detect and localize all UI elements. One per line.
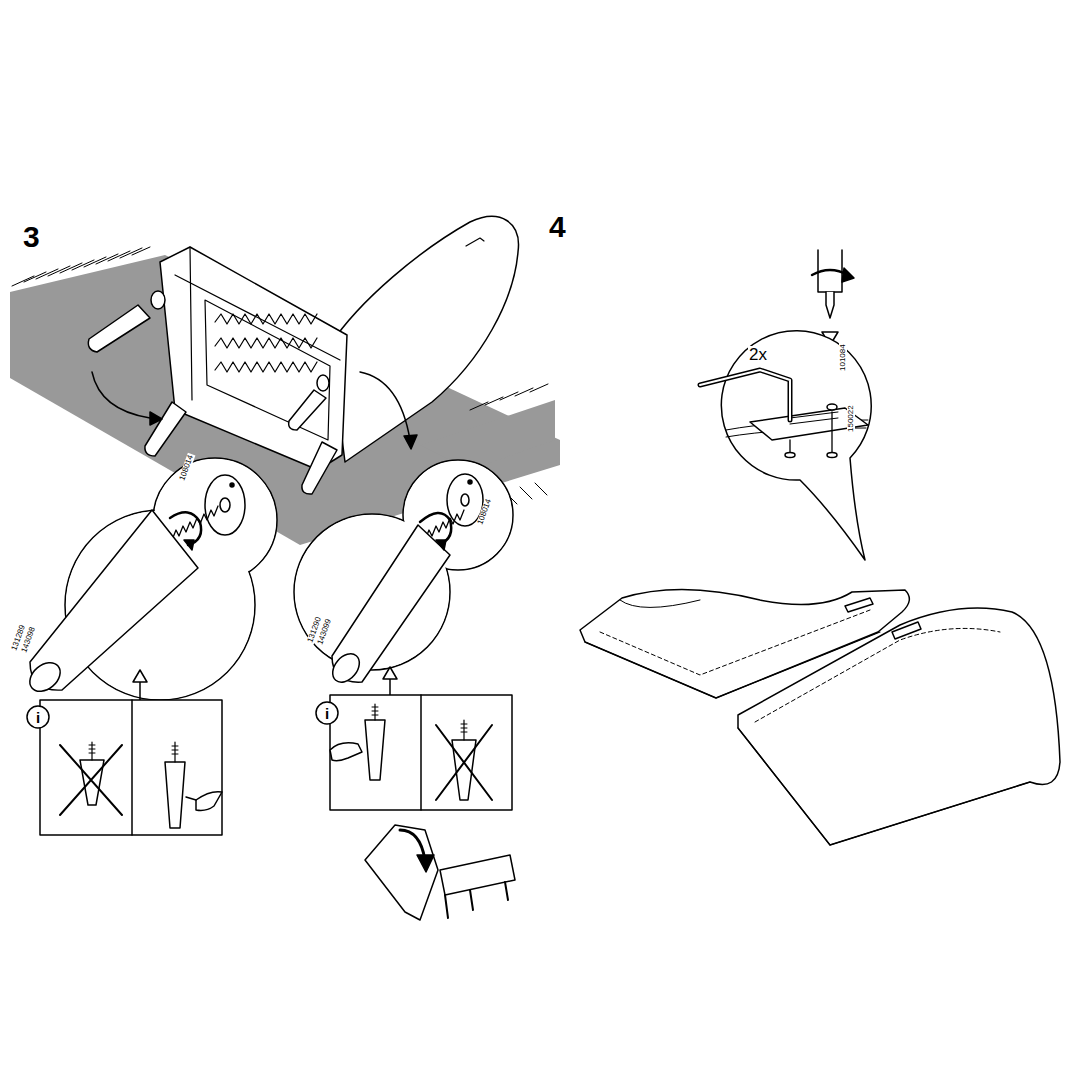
step-number: 3	[22, 222, 41, 252]
quantity-label: 2x	[748, 346, 768, 363]
armchair-upside-down	[88, 217, 518, 495]
screwdriver-detail	[700, 250, 871, 560]
info-box-left	[27, 700, 222, 835]
info-box-right	[316, 695, 512, 810]
info-icon-letter: i	[324, 706, 330, 721]
armrest-parts	[580, 589, 1060, 845]
zoom-right	[294, 460, 513, 695]
tipping-chair-icon	[365, 825, 515, 920]
zoom-left	[24, 458, 277, 700]
info-icon-letter: i	[35, 710, 41, 725]
step-number: 4	[548, 212, 567, 242]
part-number: 150022	[847, 404, 855, 433]
part-number: 101084	[839, 343, 847, 372]
leader-arrows	[92, 372, 417, 449]
